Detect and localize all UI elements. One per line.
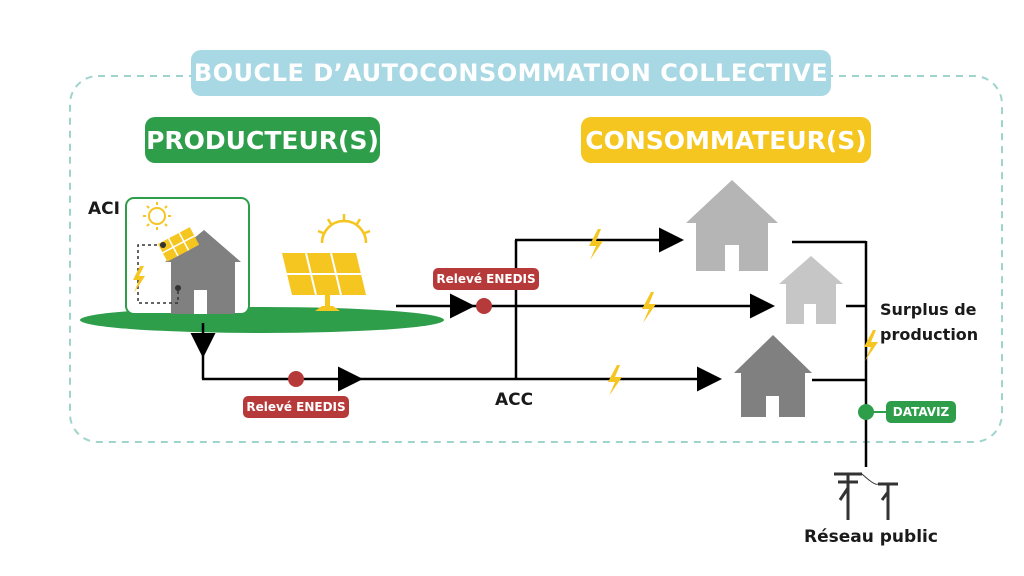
aci-wiring xyxy=(137,244,179,304)
bolt-icon-aci xyxy=(133,266,145,293)
meter-label-bottom: Relevé ENEDIS xyxy=(243,396,349,418)
dataviz-dot xyxy=(858,404,874,420)
power-pole-icon xyxy=(834,472,898,520)
acc-label: ACC xyxy=(495,390,534,410)
solar-panel-icon xyxy=(282,214,371,311)
dataviz-badge: DATAVIZ xyxy=(886,401,956,423)
meter-dot-bottom xyxy=(288,371,304,387)
surplus-label: Surplus de production xyxy=(880,300,979,344)
bolt-icon xyxy=(642,292,656,323)
meter-dot-top xyxy=(476,298,492,314)
bolt-icon xyxy=(608,365,622,396)
bolt-icon xyxy=(589,229,603,260)
bolt-icon xyxy=(864,330,878,361)
house-icon-top xyxy=(686,180,778,271)
sun-icon-small xyxy=(143,202,171,230)
producers-heading: PRODUCTEUR(S) xyxy=(145,117,380,163)
house-icon-bottom xyxy=(734,335,812,417)
aci-label: ACI xyxy=(88,199,120,219)
title-banner: BOUCLE D’AUTOCONSOMMATION COLLECTIVE xyxy=(191,50,831,96)
meter-label-top: Relevé ENEDIS xyxy=(433,268,539,290)
house-icon-middle xyxy=(779,256,843,324)
public-grid-label: Réseau public xyxy=(804,527,938,547)
aci-house-icon xyxy=(158,227,241,314)
consumers-heading: CONSOMMATEUR(S) xyxy=(581,117,871,163)
